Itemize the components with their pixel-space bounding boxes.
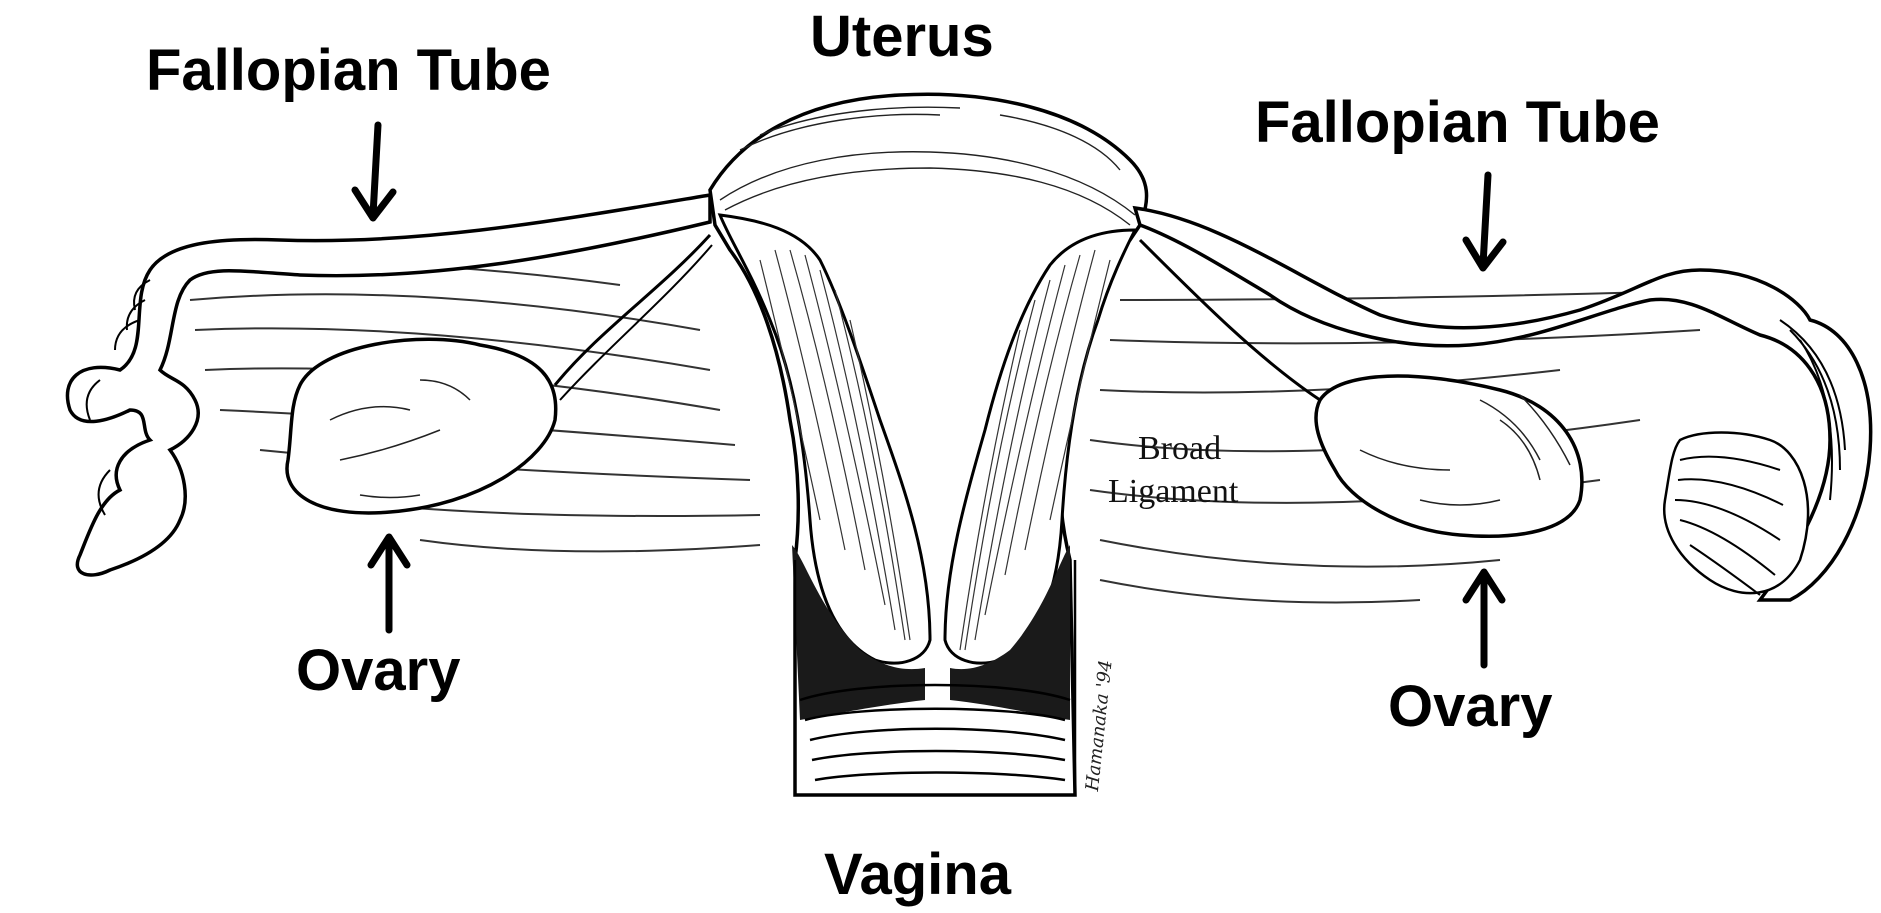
arrow-fallopian-left xyxy=(355,125,393,218)
label-fallopian-tube-left: Fallopian Tube xyxy=(146,42,551,100)
label-broad-ligament: Broad Ligament xyxy=(1108,428,1238,513)
label-fallopian-tube-right: Fallopian Tube xyxy=(1255,94,1660,152)
label-ovary-left: Ovary xyxy=(296,642,460,700)
arrow-ovary-right xyxy=(1466,572,1502,665)
label-broad-ligament-line1: Broad xyxy=(1108,428,1238,471)
arrow-ovary-left xyxy=(371,537,407,630)
label-uterus: Uterus xyxy=(810,8,994,66)
uterus-shape xyxy=(710,94,1147,795)
label-ovary-right: Ovary xyxy=(1388,678,1552,736)
label-vagina: Vagina xyxy=(824,846,1011,904)
fimbriae-right xyxy=(1664,433,1808,594)
arrow-fallopian-right xyxy=(1466,175,1503,268)
label-broad-ligament-line2: Ligament xyxy=(1108,471,1238,514)
